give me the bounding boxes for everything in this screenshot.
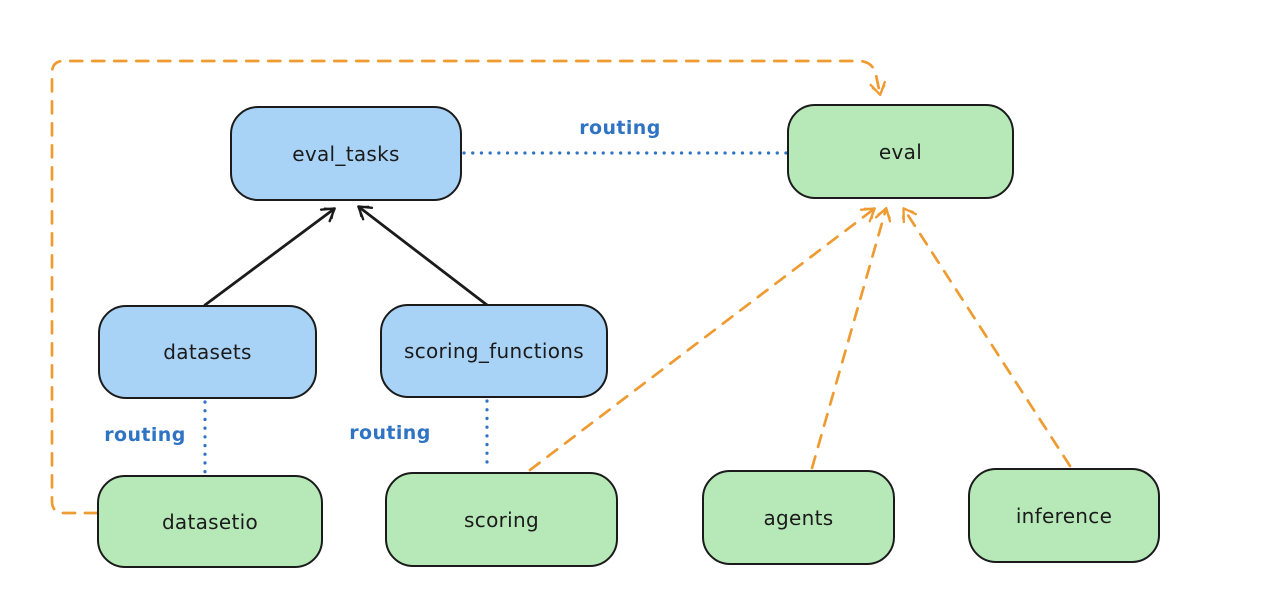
edge-datasetio-to-eval [50, 59, 886, 515]
node-scoring: scoring [385, 472, 618, 567]
node-agents: agents [702, 470, 895, 565]
node-datasetio-label: datasetio [161, 509, 259, 534]
node-eval-label: eval [878, 139, 923, 164]
node-eval: eval [787, 104, 1014, 199]
node-inference-label: inference [1015, 503, 1113, 528]
node-scoring-functions-label: scoring_functions [403, 339, 585, 363]
edge-label-routing-eval-tasks-eval: routing [579, 117, 661, 139]
edge-inference-to-eval [901, 207, 1072, 468]
edge-scoring-functions-to-eval-tasks [357, 205, 489, 307]
edge-agents-to-eval [810, 206, 892, 470]
node-eval-tasks: eval_tasks [230, 106, 462, 201]
edge-datasets-to-eval-tasks [203, 207, 336, 307]
node-datasetio: datasetio [97, 475, 323, 568]
node-scoring-functions: scoring_functions [380, 304, 608, 398]
node-agents-label: agents [763, 505, 834, 530]
node-datasets: datasets [98, 305, 317, 399]
node-datasets-label: datasets [163, 340, 252, 364]
node-eval-tasks-label: eval_tasks [292, 141, 400, 166]
edge-scoring-to-eval [528, 207, 876, 472]
edge-label-routing-datasets-datasetio: routing [104, 424, 186, 446]
node-scoring-label: scoring [464, 507, 539, 532]
edge-label-routing-scoring-functions-scoring: routing [349, 422, 431, 444]
node-inference: inference [968, 468, 1160, 563]
